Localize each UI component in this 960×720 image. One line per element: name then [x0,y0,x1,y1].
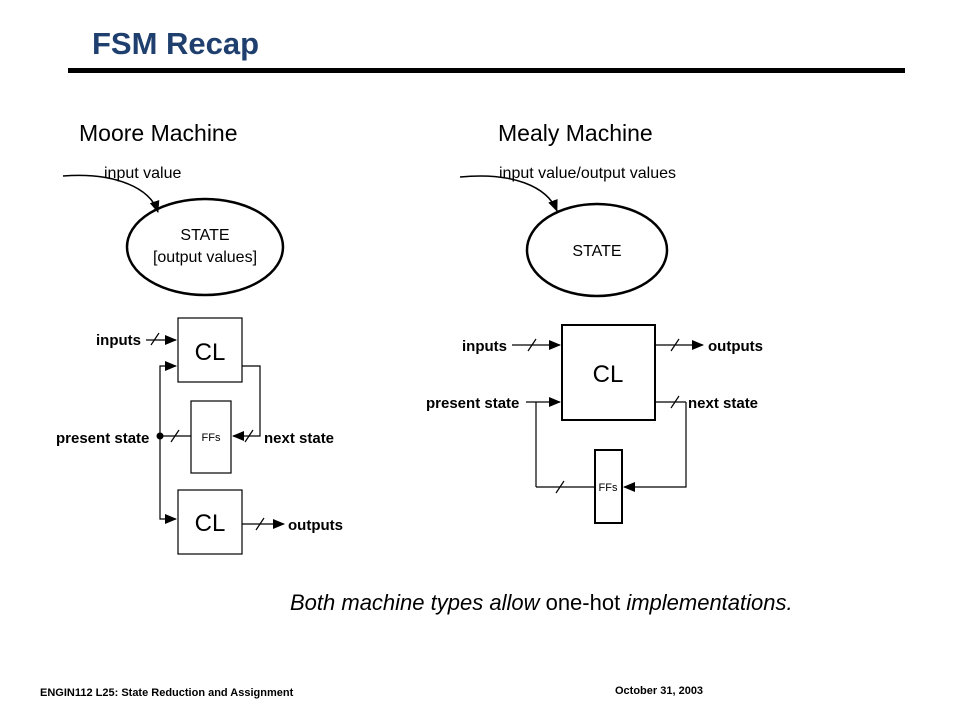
moore-arc-arrow [62,174,160,213]
mealy-next-state-slash [670,395,680,409]
moore-state-bubble [125,197,285,297]
moore-heading: Moore Machine [79,120,238,146]
mealy-next-state-label: next state [688,395,758,412]
moore-cl-bottom-box [177,489,243,555]
mealy-inputs-label: inputs [462,338,507,355]
moore-next-state-slash [244,429,254,443]
mealy-ffs-label: FFs [599,482,618,494]
mealy-next-state-loop [623,402,687,492]
mealy-cl-label: CL [593,361,624,388]
moore-ffs-label: FFs [202,432,221,444]
moore-inputs-slash [150,332,160,346]
mealy-outputs-slash [670,338,680,352]
mealy-state-label: STATE [572,243,621,260]
slide-title: FSM Recap [92,26,260,61]
footer-course: ENGIN112 L25: State Reduction and Assign… [40,687,294,699]
moore-inputs-label: inputs [96,332,141,349]
mealy-present-state-label: present state [426,395,519,412]
moore-outputs-label: outputs [288,517,343,534]
caption-part-3: implementations. [620,590,793,615]
moore-present-state-label: present state [56,430,149,447]
title-rule [68,68,905,73]
moore-next-state-label: next state [264,430,334,447]
moore-cl-top-box [177,317,243,383]
mealy-ff-slash [555,480,565,494]
moore-ffs-box [190,400,232,474]
caption: Both machine types allow one-hot impleme… [290,590,793,616]
moore-cl-top-label: CL [195,339,226,366]
mealy-inputs-slash [527,338,537,352]
footer-date: October 31, 2003 [615,685,704,697]
moore-outputs-slash [255,517,265,531]
mealy-state-bubble [525,202,669,298]
caption-one-hot: one-hot [545,590,621,615]
mealy-outputs-label: outputs [708,338,763,355]
moore-present-to-bottom-cl [159,436,177,524]
caption-part-1: Both machine types allow [290,590,546,615]
mealy-arc-label: input value/output values [499,165,676,182]
mealy-cl-box [561,324,656,421]
moore-state-outputs-label: [output values] [153,249,257,266]
moore-present-to-top-cl [159,361,177,436]
mealy-arc-arrow [459,175,558,212]
moore-arc-label: input value [104,165,181,182]
moore-next-state-loop [232,365,261,441]
moore-state-label: STATE [180,227,229,244]
mealy-heading: Mealy Machine [498,120,653,146]
moore-present-state-slash [170,429,180,443]
moore-cl-bottom-label: CL [195,510,226,537]
